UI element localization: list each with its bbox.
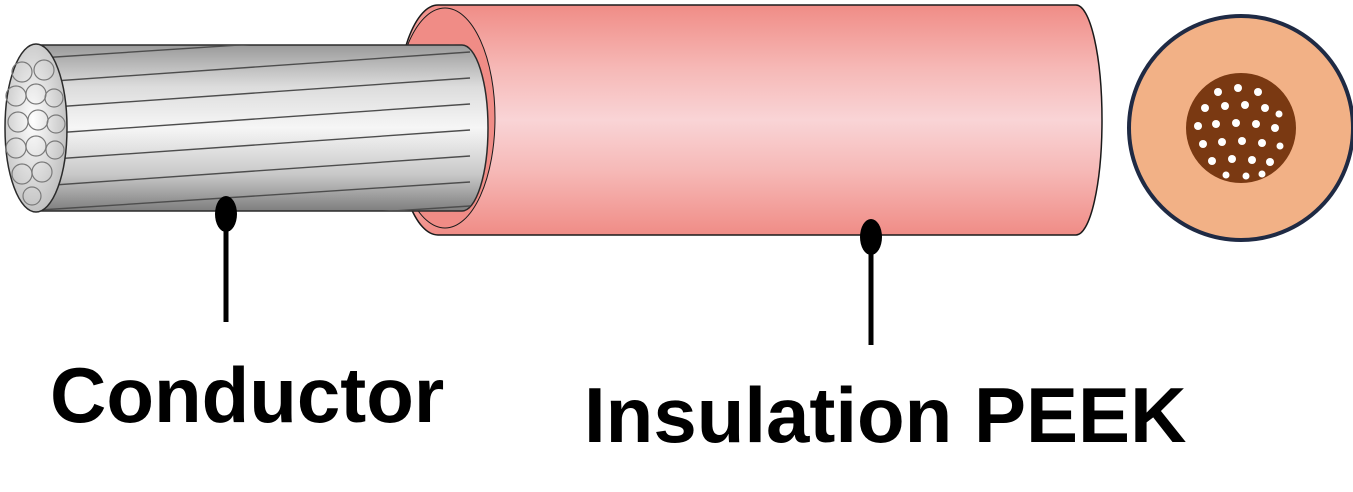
cross-section-strands [1194,84,1284,180]
conductor-wire [4,43,489,213]
strand-ends [5,59,66,206]
insulation-label: Insulation PEEK [584,371,1187,459]
conductor-leader [215,196,237,322]
strand-lines [40,45,471,211]
cable-cross-section [1127,14,1353,242]
conductor-end-face [4,43,68,213]
conductor-label: Conductor [50,351,445,439]
insulation-jacket [394,4,1103,236]
insulation-leader [860,219,882,345]
